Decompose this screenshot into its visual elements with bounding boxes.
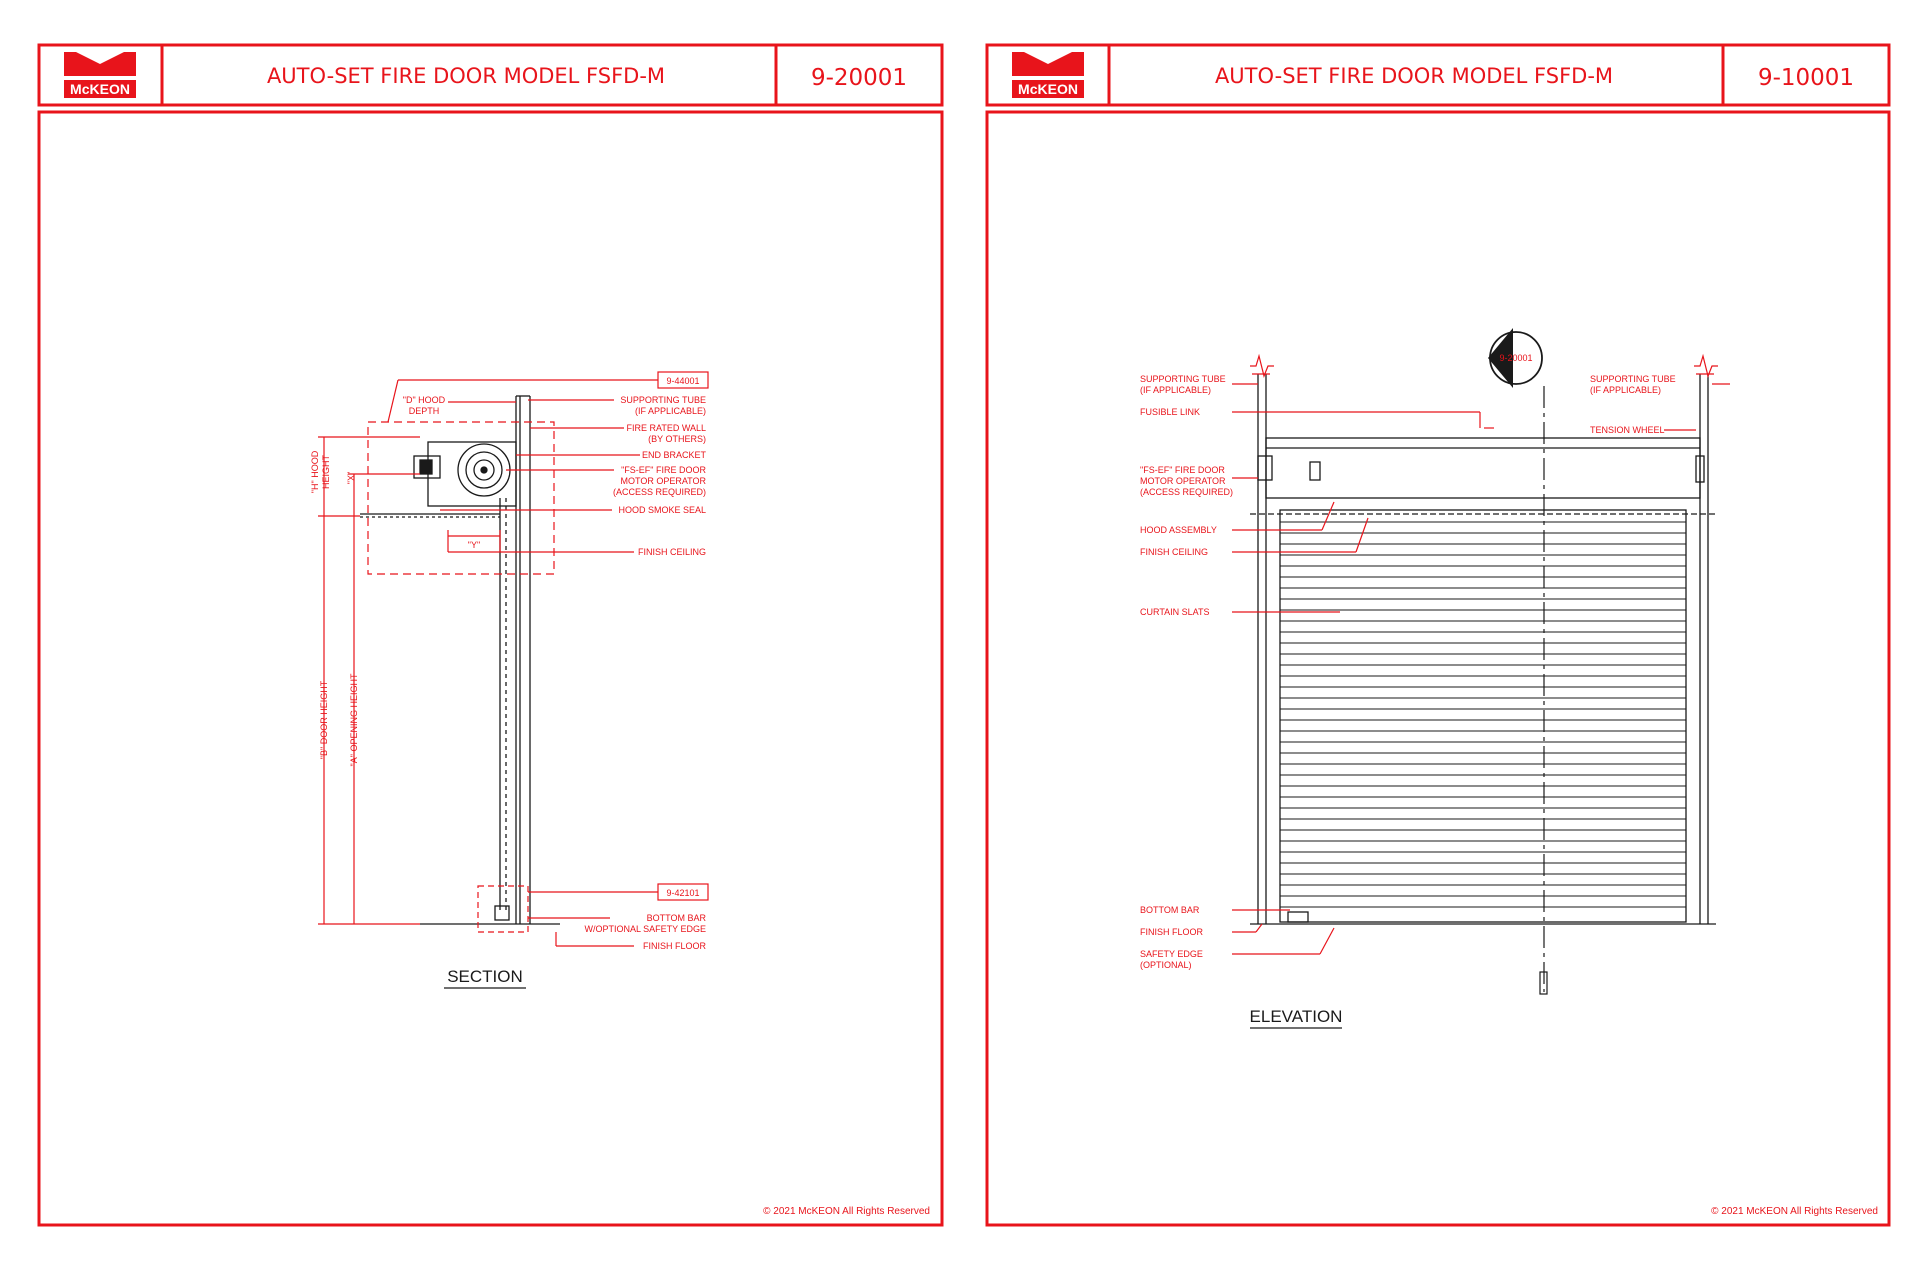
- title-block: [985, 43, 1891, 107]
- callout-text: (IF APPLICABLE): [1140, 385, 1211, 395]
- callout-text: "FS-EF" FIRE DOOR: [621, 465, 706, 475]
- svg-text:McKEON: McKEON: [1018, 81, 1078, 97]
- callout-text: (BY OTHERS): [648, 434, 706, 444]
- callout-text: (OPTIONAL): [1140, 960, 1192, 970]
- mckeon-logo: McKEON: [64, 52, 136, 98]
- callout-text: CURTAIN SLATS: [1140, 607, 1210, 617]
- dim-label: "X": [346, 472, 356, 484]
- callout-text: FUSIBLE LINK: [1140, 407, 1200, 417]
- mckeon-logo: McKEON: [1012, 52, 1084, 98]
- drawing-title: AUTO-SET FIRE DOOR MODEL FSFD-M: [1215, 64, 1613, 88]
- dim-label: "Y": [468, 540, 480, 550]
- copyright: © 2021 McKEON All Rights Reserved: [763, 1206, 930, 1217]
- copyright: © 2021 McKEON All Rights Reserved: [1711, 1206, 1878, 1217]
- callout-text: (ACCESS REQUIRED): [1140, 487, 1233, 497]
- sheet-section: McKEON AUTO-SET FIRE DOOR MODEL FSFD-M 9…: [37, 43, 944, 1227]
- svg-text:McKEON: McKEON: [70, 81, 130, 97]
- drawing-title: AUTO-SET FIRE DOOR MODEL FSFD-M: [267, 64, 665, 88]
- callout-text: HOOD SMOKE SEAL: [618, 505, 706, 515]
- callout-text: BOTTOM BAR: [647, 913, 707, 923]
- dim-label: "B" DOOR HEIGHT: [319, 680, 329, 759]
- callout-text: BOTTOM BAR: [1140, 905, 1200, 915]
- ref-tag: 9-42101: [666, 888, 699, 898]
- callout-text: SUPPORTING TUBE: [1140, 374, 1226, 384]
- dim-label: "H" HOOD: [310, 450, 320, 493]
- callout-text: FINISH CEILING: [1140, 547, 1208, 557]
- title-block: [37, 43, 944, 107]
- sheet-elevation: McKEON AUTO-SET FIRE DOOR MODEL FSFD-M 9…: [985, 43, 1891, 1227]
- view-label: ELEVATION: [1250, 1007, 1343, 1026]
- callout-text: TENSION WHEEL: [1590, 425, 1665, 435]
- callout-text: SUPPORTING TUBE: [620, 395, 706, 405]
- callout-text: (IF APPLICABLE): [635, 406, 706, 416]
- callout-text: MOTOR OPERATOR: [620, 476, 706, 486]
- dim-label: "D" HOOD: [403, 395, 446, 405]
- callout-text: END BRACKET: [642, 450, 707, 460]
- callout-text: (IF APPLICABLE): [1590, 385, 1661, 395]
- callout-text: FINISH FLOOR: [643, 941, 707, 951]
- dim-label: HEIGHT: [321, 455, 331, 490]
- dim-label: DEPTH: [409, 406, 440, 416]
- callout-text: FINISH CEILING: [638, 547, 706, 557]
- view-label: SECTION: [447, 967, 523, 986]
- callout-text: SUPPORTING TUBE: [1590, 374, 1676, 384]
- curtain-slats: [1280, 521, 1686, 908]
- callout-text: FINISH FLOOR: [1140, 927, 1204, 937]
- callout-text: SAFETY EDGE: [1140, 949, 1203, 959]
- callout-text: MOTOR OPERATOR: [1140, 476, 1226, 486]
- drawing-frame: [985, 110, 1891, 1227]
- dim-label: "A" OPENING HEIGHT: [349, 673, 359, 766]
- drawing-number: 9-10001: [1758, 65, 1854, 91]
- callout-text: (ACCESS REQUIRED): [613, 487, 706, 497]
- callout-text: HOOD ASSEMBLY: [1140, 525, 1217, 535]
- callout-text: FIRE RATED WALL: [626, 423, 706, 433]
- callout-text: "FS-EF" FIRE DOOR: [1140, 465, 1225, 475]
- drawing-number: 9-20001: [811, 65, 907, 91]
- drawing-frame: [37, 110, 944, 1227]
- ref-tag: 9-20001: [1499, 353, 1532, 363]
- ref-tag: 9-44001: [666, 376, 699, 386]
- callout-text: W/OPTIONAL SAFETY EDGE: [584, 924, 706, 934]
